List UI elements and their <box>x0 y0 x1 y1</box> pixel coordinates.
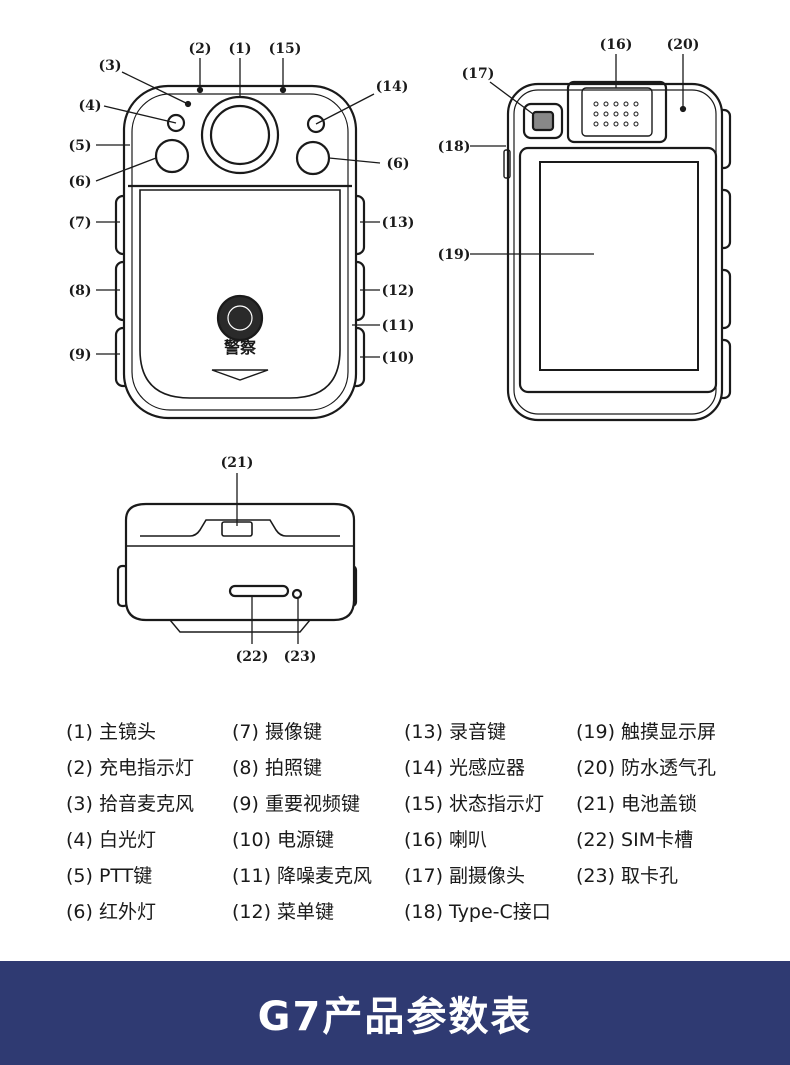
legend-item: (22) SIM卡槽 <box>576 829 694 851</box>
legend-item: (10) 电源键 <box>232 829 335 851</box>
callout-2: (2) <box>189 41 212 57</box>
callout-13: (13) <box>382 215 415 231</box>
callout-3: (3) <box>99 58 122 74</box>
legend-item: (6) 红外灯 <box>66 901 156 923</box>
legend-item: (16) 喇叭 <box>404 829 488 851</box>
callout-14: (14) <box>376 79 409 95</box>
front-body <box>122 84 358 420</box>
bottom-cover-edge <box>140 519 340 537</box>
legend-item: (18) Type-C接口 <box>404 901 551 923</box>
white-light <box>166 113 186 133</box>
callout-18: (18) <box>438 139 471 155</box>
callout-5: (5) <box>69 138 92 154</box>
banner-title: G7产品参数表 <box>257 994 533 1040</box>
chevron-down-icon <box>211 369 269 381</box>
callout-11: (11) <box>382 318 415 334</box>
legend-column-1: (1) 主镜头 (2) 充电指示灯 (3) 拾音麦克风 (4) 白光灯 (5) … <box>66 718 194 934</box>
spec-banner: G7产品参数表 <box>0 961 790 1065</box>
legend-item: (3) 拾音麦克风 <box>66 793 194 815</box>
back-body <box>506 82 724 422</box>
legend-item: (21) 电池盖锁 <box>576 793 698 815</box>
callout-1: (1) <box>229 41 252 57</box>
legend-item: (13) 录音键 <box>404 721 507 743</box>
legend-column-3: (13) 录音键 (14) 光感应器 (15) 状态指示灯 (16) 喇叭 (1… <box>404 718 551 934</box>
callout-23: (23) <box>284 649 317 665</box>
device-diagram: 警察 (1) (2) (3) (4) (5) (6) (7) (8) (9) (… <box>69 37 732 665</box>
legend-item: (4) 白光灯 <box>66 829 156 851</box>
legend-item: (20) 防水透气孔 <box>576 757 717 779</box>
legend-item: (17) 副摄像头 <box>404 865 526 887</box>
callout-12: (12) <box>382 283 415 299</box>
callout-labels: (1) (2) (3) (4) (5) (6) (7) (8) (9) (10)… <box>69 37 700 665</box>
speaker-icon <box>581 87 653 137</box>
bottom-foot <box>169 619 311 633</box>
speaker-housing <box>566 80 668 144</box>
touch-screen-frame <box>518 146 718 394</box>
legend-item: (5) PTT键 <box>66 865 153 887</box>
callout-4: (4) <box>79 98 102 114</box>
callout-22: (22) <box>236 649 269 665</box>
legend-item: (7) 摄像键 <box>232 721 322 743</box>
front-view <box>114 84 366 420</box>
sim-card-slot <box>228 584 290 598</box>
legend-column-4: (19) 触摸显示屏 (20) 防水透气孔 (21) 电池盖锁 (22) SIM… <box>576 718 716 898</box>
legend-item: (1) 主镜头 <box>66 721 156 743</box>
light-sensor <box>306 114 326 134</box>
legend-item: (14) 光感应器 <box>404 757 526 779</box>
legend-item: (8) 拍照键 <box>232 757 322 779</box>
legend-item: (2) 充电指示灯 <box>66 757 194 779</box>
callout-20: (20) <box>667 37 700 53</box>
callout-10: (10) <box>382 350 415 366</box>
badge-emblem <box>227 305 253 331</box>
callout-9: (9) <box>69 347 92 363</box>
secondary-camera-housing <box>522 102 564 140</box>
callout-6-right: (6) <box>387 156 410 172</box>
legend-column-2: (7) 摄像键 (8) 拍照键 (9) 重要视频键 (10) 电源键 (11) … <box>232 718 372 934</box>
touch-screen <box>539 161 699 371</box>
legend-item: (19) 触摸显示屏 <box>576 721 717 743</box>
callout-17: (17) <box>462 66 495 82</box>
callout-16: (16) <box>600 37 633 53</box>
card-eject-hole <box>291 588 303 600</box>
usb-port <box>503 149 511 179</box>
callout-6-left: (6) <box>69 174 92 190</box>
legend-item: (9) 重要视频键 <box>232 793 360 815</box>
back-view <box>503 80 732 422</box>
ir-light-left <box>154 138 190 174</box>
legend-item: (23) 取卡孔 <box>576 865 679 887</box>
device-badge-text: 警察 <box>223 338 257 357</box>
speaker-grille <box>593 101 639 127</box>
callout-8: (8) <box>69 283 92 299</box>
callout-15: (15) <box>269 41 302 57</box>
secondary-camera-icon <box>531 110 555 132</box>
leader-lines <box>95 54 684 644</box>
front-lower-panel <box>139 189 341 399</box>
callout-19: (19) <box>438 247 471 263</box>
callout-21: (21) <box>221 455 254 471</box>
legend-item: (15) 状态指示灯 <box>404 793 545 815</box>
police-badge-icon <box>216 294 264 342</box>
main-lens-inner <box>209 104 271 166</box>
legend-item: (11) 降噪麦克风 <box>232 865 373 887</box>
callout-7: (7) <box>69 215 92 231</box>
legend-item: (12) 菜单键 <box>232 901 335 923</box>
bottom-view <box>116 502 358 633</box>
